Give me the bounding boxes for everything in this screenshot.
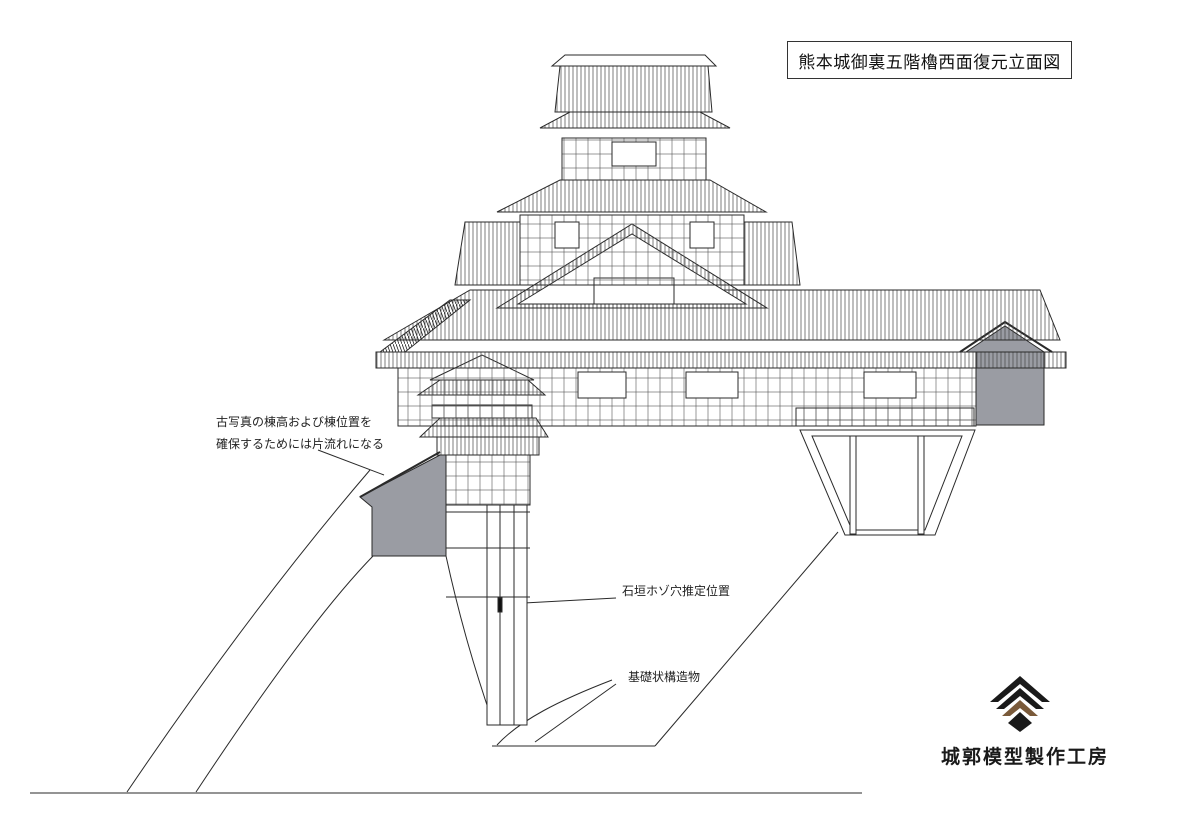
central-pillar — [446, 504, 530, 726]
drawing-title: 熊本城御裏五階櫓西面復元立面図 — [787, 41, 1072, 79]
mortise-annotation: 石垣ホゾ穴推定位置 — [622, 584, 731, 598]
stone-wall-center-left — [445, 555, 493, 721]
foundation-annotation: 基礎状構造物 — [628, 670, 701, 684]
stacked-chevron-roof-logo-icon — [990, 676, 1050, 732]
brand-name: 城郭模型製作工房 — [940, 746, 1109, 768]
roof-note-line-2: 確保するためには片流れになる — [216, 437, 385, 451]
middle-tier — [454, 179, 801, 286]
right-support-frame — [799, 429, 976, 536]
top-tier — [539, 54, 731, 181]
stone-wall-left-inner — [195, 554, 375, 793]
main-hall — [375, 289, 1067, 427]
mortise-marker — [497, 597, 503, 613]
left-annex-shed — [359, 451, 447, 557]
foundation-diagonal — [496, 679, 613, 746]
stone-wall-left-outer — [126, 469, 371, 793]
stone-wall-right-diagonal — [654, 531, 839, 747]
roof-annotation: 古写真の棟高および棟位置を 確保するためには片流れになる — [216, 411, 384, 455]
roof-note-line-1: 古写真の棟高および棟位置を — [216, 415, 373, 429]
